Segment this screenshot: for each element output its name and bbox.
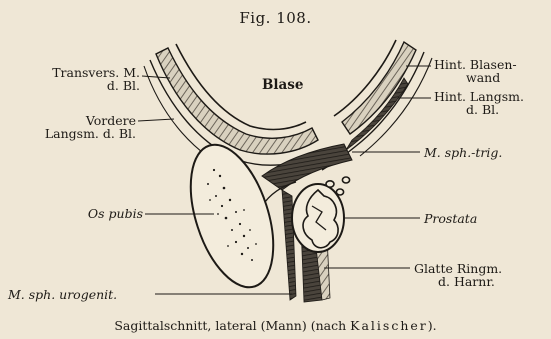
- label-vordere: Vordere Langsm. d. Bl.: [4, 114, 136, 140]
- caption-end: ).: [428, 318, 437, 333]
- label-hint-langsm: Hint. Langsm. d. Bl.: [434, 90, 524, 116]
- label-glatte-ringm: Glatte Ringm. d. Harnr.: [414, 262, 502, 288]
- label-m-sph-urogenit: M. sph. urogenit.: [8, 288, 117, 301]
- caption-author: Kalischer: [350, 318, 428, 333]
- label-hint-langsm-line2: d. Bl.: [434, 103, 524, 116]
- prostate-gland: [292, 184, 344, 252]
- caption-main: Sagittalschnitt, lateral (Mann) (nach: [114, 318, 346, 333]
- os-pubis-bone: [175, 134, 289, 297]
- label-hint-blasenwand: Hint. Blasen- wand: [434, 58, 517, 84]
- label-blase: Blase: [262, 79, 303, 92]
- leader-vordere: [138, 119, 174, 121]
- label-transvers: Transvers. M. d. Bl.: [10, 66, 140, 92]
- label-m-sph-trig: M. sph.-trig.: [424, 146, 502, 159]
- label-vordere-line2: Langsm. d. Bl.: [4, 127, 136, 140]
- label-os-pubis: Os pubis: [40, 207, 143, 220]
- label-transvers-line2: d. Bl.: [10, 79, 140, 92]
- figure-caption: Sagittalschnitt, lateral (Mann) (nach Ka…: [0, 318, 551, 333]
- label-glatte-ringm-line2: d. Harnr.: [414, 275, 502, 288]
- label-prostata: Prostata: [424, 212, 477, 225]
- label-hint-blasenwand-line2: wand: [434, 71, 517, 84]
